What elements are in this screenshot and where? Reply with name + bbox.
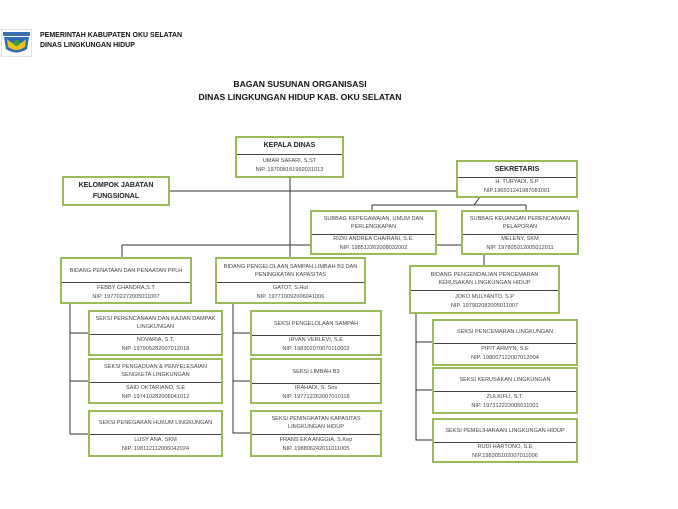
unit-title: SEKSI PENGADUAN & PENYELESAIAN SENGKETA … [90,360,221,383]
official-name: IRVAN VERLEVI, S.E [289,337,343,343]
official-nip: NIP. 197905282007012018 [121,345,190,352]
unit-official: IRVAN VERLEVI, S.E NIP. 19830207007011000… [252,336,380,354]
official-nip: NIP. 197008161992031013 [255,166,324,173]
unit-title: SEKSI PEMELIHARAAN LINGKUNGAN HIDUP [434,420,576,443]
org-box-bidang-pengelolaan: BIDANG PENGELOLAAN SAMPAH,LIMBAH B3 DAN … [215,257,366,304]
unit-title: BIDANG PENATAAN DAN PENAATAN PPLH [62,259,190,283]
unit-official: MELENY, SKM NIP. 197805012005012011 [463,235,577,253]
unit-official: UMAR SAFARI, S.ST NIP. 197008161992031013 [237,155,342,176]
official-nip: NIP. 197410282006041012 [121,393,190,400]
unit-official: RIZKI ANDREA CHAIRANI, S.E. NIP. 19851226… [312,235,435,253]
unit-official: FEBBY CHANDRA,S.T NIP. 197702272005011007 [62,283,190,302]
unit-official: SAID OKTARIANO, S.E NIP. 1974102820060410… [90,383,221,402]
unit-title: SEKSI PENGELOLAAN SAMPAH [252,312,380,336]
unit-title: SUBBAG KEPEGAWAIAN, UMUM DAN PERLENGKAPA… [312,212,435,235]
kabupaten-logo [1,29,32,57]
unit-title: SEKSI PENCEMARAN LINGKUNGAN [434,321,576,344]
official-name: FEBBY CHANDRA,S.T [97,284,155,291]
official-name: MELENY, SKM [501,236,539,242]
official-nip: NIP. 197710092006041006 [256,293,325,300]
unit-official: PIPIT ARMYN, S.E NIP. 198007122007012004 [434,344,576,364]
header-agency: DINAS LINGKUNGAN HIDUP [40,42,135,49]
unit-title: SUBBAG KEUANGAN PERENCANAAN PELAPORAN [463,212,577,235]
official-nip: NIP. 198806242011011005 [282,446,350,452]
line-bidang-bus [121,244,485,265]
official-name: IRAHADI, S. Sos [294,385,338,391]
official-name: LUSY ANA, SKM [134,437,177,443]
official-name: FRANS EKA ANGGIA, S.Kep [279,437,353,443]
chart-subtitle: DINAS LINGKUNGAN HIDUP KAB. OKU SELATAN [198,92,402,102]
chart-title: BAGAN SUSUNAN ORGANISASI [233,79,367,89]
unit-title: SEKSI KERUSAKAN LINGKUNGAN [434,369,576,392]
official-nip: NIP.196501241987081001 [483,188,551,194]
line-left-seksi [69,303,88,435]
line-sekretaris-subbag [371,196,527,210]
official-name: GATOT, S.Hut [272,284,309,291]
official-nip: NIP. 197712262007010118 [282,394,350,400]
official-name: RIZKI ANDREA CHAIRANI, S.E. [333,236,414,242]
unit-title: KELOMPOK JABATAN FUNGSIONAL [78,182,154,200]
unit-title: SEKSI PENINGKATAN KAPASITAS LINGKUNGAN H… [252,412,380,435]
official-name: PIPIT ARMYN, S.E [481,346,529,352]
line-right-seksi [415,313,432,441]
org-box-subbag-kepegawaian: SUBBAG KEPEGAWAIAN, UMUM DAN PERLENGKAPA… [310,210,437,255]
unit-title: BIDANG PENGELOLAAN SAMPAH,LIMBAH B3 DAN … [217,259,364,283]
official-name: RUDI HARTONO, S.E [477,444,533,450]
header-government: PEMERINTAH KABUPATEN OKU SELATAN [40,32,183,39]
official-nip: NIP. 197805012005012011 [486,245,554,251]
unit-title: SEKRETARIS [458,162,576,178]
unit-official: RUDI HARTONO, S.E NIP.198305102007011006 [434,443,576,461]
line-mid-seksi [232,303,250,434]
official-nip: NIP. 197702272005011007 [92,293,160,300]
org-box-kelompok-jabatan-fungsional: KELOMPOK JABATAN FUNGSIONAL [62,176,170,206]
unit-title: SEKSI PERENCANAAN DAN KAJIAN DAMPAK LING… [90,312,221,335]
official-nip: NIP. 198007122007012004 [471,355,539,361]
unit-official: ZULKIFLI, S.T. NIP. 197312222005011001 [434,392,576,412]
official-nip: NIP. 197902082005011007 [450,302,519,309]
org-box-kepala-dinas: KEPALA DINAS UMAR SAFARI, S.ST NIP. 197008… [235,136,344,178]
unit-title: KEPALA DINAS [237,138,342,155]
official-nip: NIP.198305102007011006 [472,453,538,459]
org-box-seksi-peningkatan-kapasitas: SEKSI PENINGKATAN KAPASITAS LINGKUNGAN H… [250,410,382,457]
org-box-bidang-pengendalian: BIDANG PENGENDALIAN PENCEMARAN KERUSAKAN… [409,265,560,314]
official-name: NOVARIA, S.T. [136,336,175,343]
unit-official: LUSY ANA, SKM NIP. 198112112006042024 [90,435,221,455]
unit-title: SEKSI LIMBAH B3 [252,360,380,384]
official-nip: NIP. 197312222005011001 [471,403,539,409]
official-nip: NIP. 198112112006042024 [122,446,189,452]
org-box-seksi-pengaduan: SEKSI PENGADUAN & PENYELESAIAN SENGKETA … [88,358,223,404]
unit-title: BIDANG PENGENDALIAN PENCEMARAN KERUSAKAN… [411,267,558,291]
unit-official: H. TURYADI, S.P NIP.196501241987081001 [458,178,576,196]
official-name: H. TURYADI, S.P [495,179,539,185]
unit-official: JOKO MULYANTO, S.P NIP. 19790208200501100… [411,291,558,312]
official-nip: NIP. 198302070070110002 [282,346,350,352]
official-name: ZULKIFLI, S.T. [486,394,524,400]
official-nip: NIP. 198512262008032002 [339,245,408,251]
official-name: UMAR SAFARI, S.ST [262,157,317,164]
official-name: SAID OKTARIANO, S.E [125,384,186,391]
official-name: JOKO MULYANTO, S.P [454,293,515,300]
org-box-seksi-perencanaan: SEKSI PERENCANAAN DAN KAJIAN DAMPAK LING… [88,310,223,356]
unit-title: SEKSI PENEGAKAN HUKUM LINGKUNGAN [90,412,221,435]
unit-official: NOVARIA, S.T. NIP. 197905282007012018 [90,335,221,354]
